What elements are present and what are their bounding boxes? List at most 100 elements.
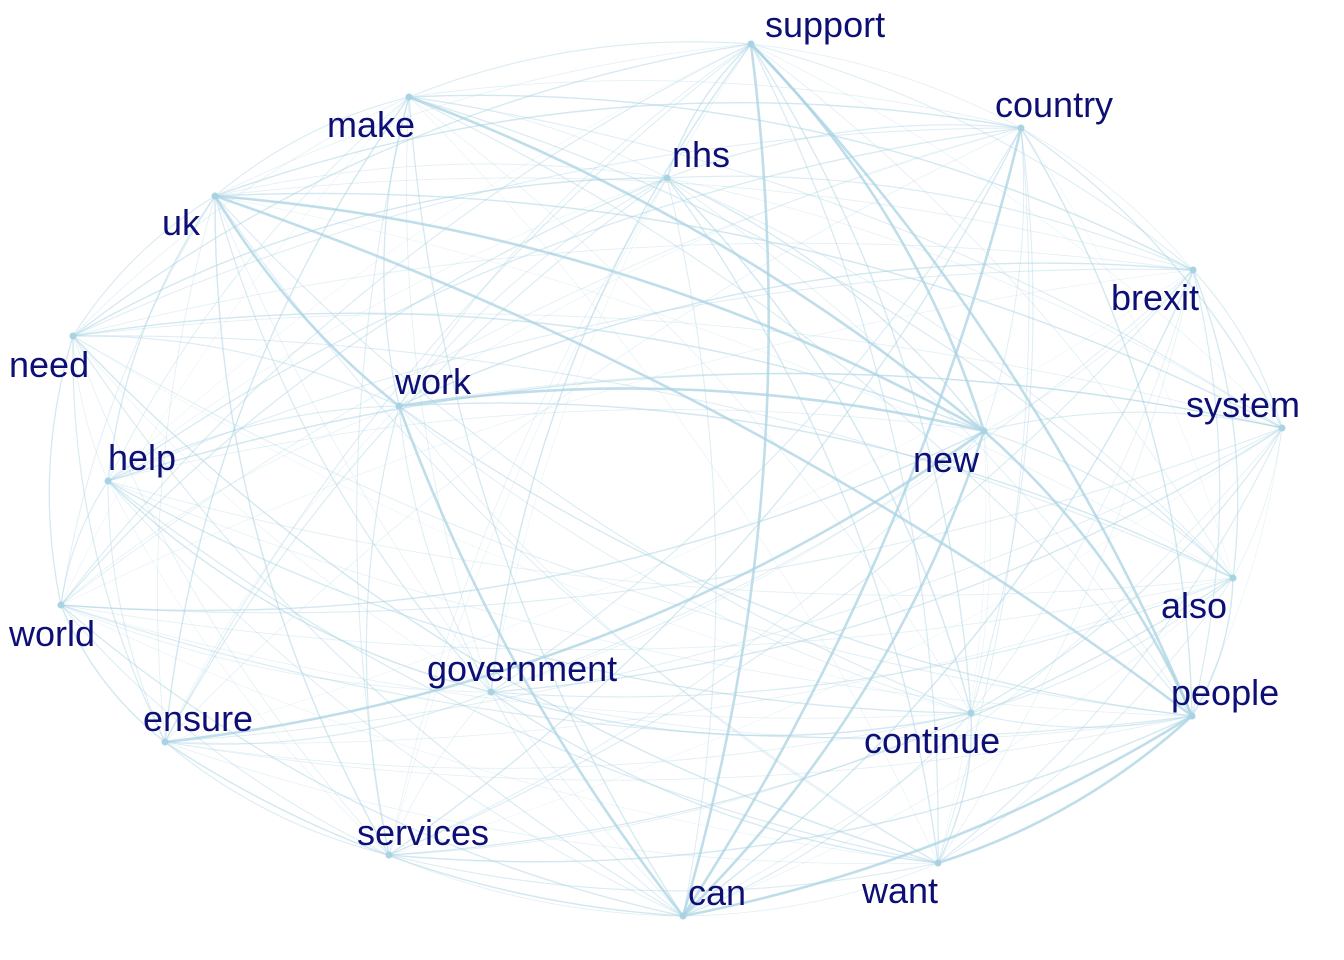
edge-new-help — [107, 409, 985, 482]
edge-help-also — [107, 480, 1234, 596]
edge-work-world — [60, 405, 400, 606]
edge-also-people — [1191, 577, 1234, 717]
edge-nhs-ensure — [164, 177, 668, 743]
edge-support-can — [681, 42, 770, 918]
edge-new-want — [937, 430, 987, 864]
edge-country-can — [681, 126, 1023, 918]
edge-need-world — [48, 335, 74, 606]
edge-work-services — [365, 405, 400, 856]
node-uk: uk — [162, 192, 219, 243]
edge-world-government — [60, 604, 492, 693]
node-dot-government — [487, 688, 495, 696]
edge-government-services — [388, 691, 492, 856]
edge-uk-can — [214, 195, 684, 917]
edge-make-also — [408, 96, 1234, 579]
node-dot-services — [385, 851, 393, 859]
node-label-support: support — [765, 4, 885, 45]
node-label-uk: uk — [162, 202, 201, 243]
edge-people-services — [388, 715, 1193, 863]
node-system: system — [1186, 384, 1300, 432]
edge-work-can — [397, 404, 685, 918]
edge-country-work — [398, 127, 1022, 407]
edge-uk-also — [214, 195, 1234, 579]
edge-make-ensure — [164, 96, 410, 743]
edge-nhs-work — [398, 177, 668, 407]
edge-uk-government — [214, 195, 492, 693]
edge-nhs-continue — [666, 177, 972, 714]
node-label-want: want — [861, 870, 938, 911]
node-label-system: system — [1186, 384, 1300, 425]
edge-nhs-new — [666, 177, 985, 432]
edge-nhs-want — [666, 177, 939, 864]
edge-people-want — [936, 714, 1194, 865]
node-dot-can — [679, 912, 687, 920]
node-dot-work — [395, 402, 403, 410]
edge-need-government — [72, 335, 492, 693]
edge-support-system — [750, 43, 1283, 429]
node-dot-uk — [211, 192, 219, 200]
node-support: support — [747, 4, 885, 48]
edge-continue-services — [388, 712, 972, 856]
node-label-new: new — [913, 439, 980, 480]
edge-uk-world — [60, 195, 216, 606]
node-label-government: government — [427, 648, 617, 689]
edge-world-ensure — [60, 604, 166, 743]
edge-uk-want — [214, 195, 939, 864]
edge-help-want — [107, 480, 939, 864]
node-label-need: need — [9, 344, 89, 385]
node-work: work — [394, 361, 472, 410]
edge-new-continue — [970, 430, 991, 714]
node-need: need — [9, 332, 89, 385]
node-want: want — [861, 859, 942, 911]
edge-support-need — [72, 43, 752, 337]
edge-uk-continue — [214, 195, 972, 714]
edge-need-system — [72, 313, 1283, 429]
edge-support-world — [60, 43, 752, 606]
node-label-country: country — [995, 84, 1113, 125]
node-label-also: also — [1161, 585, 1227, 626]
edge-also-continue — [970, 577, 1234, 714]
edge-also-services — [388, 577, 1234, 856]
edge-work-also — [398, 402, 1234, 579]
edge-country-nhs — [666, 124, 1022, 179]
node-dot-world — [57, 601, 65, 609]
node-brexit: brexit — [1111, 266, 1199, 318]
edge-brexit-system — [1192, 269, 1283, 429]
node-label-can: can — [688, 872, 746, 913]
edge-system-ensure — [164, 427, 1283, 743]
edge-help-continue — [107, 480, 972, 714]
edge-make-new — [407, 95, 986, 433]
edge-system-people — [1191, 427, 1283, 717]
edge-uk-help — [107, 195, 216, 482]
edge-brexit-new — [983, 269, 1194, 432]
edge-uk-system — [214, 192, 1283, 429]
edge-system-world — [60, 427, 1283, 614]
edge-work-help — [107, 405, 400, 482]
edge-uk-work — [213, 194, 401, 408]
edge-make-can — [408, 96, 684, 917]
edge-government-people — [490, 691, 1193, 740]
edge-people-can — [681, 714, 1194, 918]
edge-support-help — [107, 43, 752, 482]
edge-people-continue — [970, 712, 1193, 728]
edge-country-people — [1020, 127, 1193, 717]
edge-can-want — [682, 862, 939, 917]
edge-nhs-brexit — [666, 175, 1194, 271]
edge-help-ensure — [107, 480, 166, 743]
node-dot-ensure — [161, 738, 169, 746]
node-people: people — [1171, 672, 1279, 720]
node-help: help — [104, 437, 176, 485]
edge-support-services — [388, 43, 752, 856]
edge-services-can — [388, 854, 684, 917]
edge-support-continue — [750, 43, 972, 714]
edge-need-help — [72, 335, 109, 482]
edge-brexit-want — [937, 269, 1194, 864]
edge-system-help — [107, 372, 1283, 482]
edge-uk-need — [72, 195, 216, 337]
edge-need-continue — [72, 335, 972, 714]
edge-system-also — [1232, 427, 1283, 579]
node-government: government — [427, 648, 617, 696]
edge-work-people — [398, 405, 1193, 717]
node-dot-want — [934, 859, 942, 867]
